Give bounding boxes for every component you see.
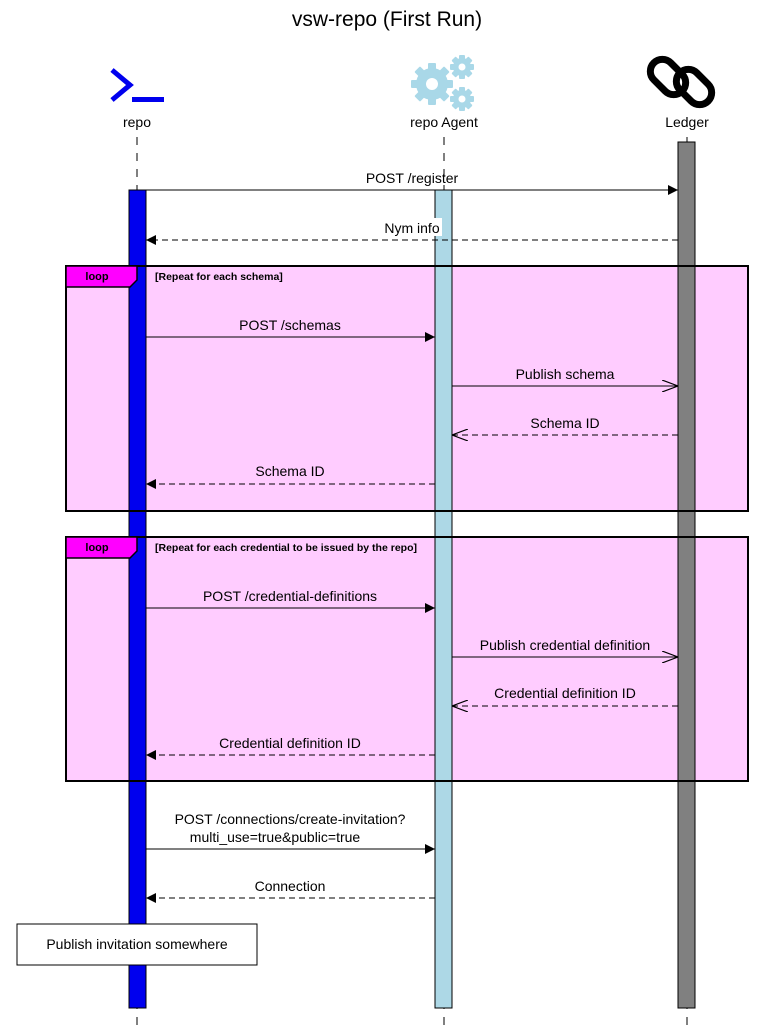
terminal-icon [110,68,164,102]
loop-tag-schemas: loop [85,271,108,283]
message-label-publish-credential-definition: Publish credential definition [480,637,650,653]
diagram-title: vsw-repo (First Run) [292,8,482,31]
loop-border-credential-definitions [65,536,749,782]
message-label-post-schemas: POST /schemas [239,317,341,333]
message-label-connection: Connection [255,878,326,894]
actor-label-agent: repo Agent [410,114,478,130]
loop-tag-box-credential-definitions [65,536,138,559]
note-box [16,923,258,966]
activation-bar-ledger [677,141,696,1009]
gears-icon [411,55,474,111]
loop-condition-credential-definitions: [Repeat for each credential to be issued… [155,542,417,554]
message-label-create-invitation-params: multi_use=true&public=true [190,829,361,845]
message-label-post-register: POST /register [366,170,459,186]
message-label-bg-nym-info [380,218,442,236]
message-label-schema-id-agent: Schema ID [255,463,324,479]
loop-tag-credential-definitions: loop [85,542,108,554]
loop-border-schemas [65,265,749,512]
message-label-credential-definition-id-ledger: Credential definition ID [494,685,636,701]
message-label-nym-info: Nym info [384,220,439,236]
activation-bar-repo [128,189,147,1009]
note-text: Publish invitation somewhere [46,936,228,952]
loop-condition-schemas: [Repeat for each schema] [155,271,283,283]
chain-link-icon [646,55,716,109]
loop-frame-schemas [66,266,748,511]
message-label-publish-schema: Publish schema [516,366,615,382]
loop-tag-box-schemas [65,265,138,288]
actor-label-ledger: Ledger [665,114,709,130]
message-label-credential-definition-id-agent: Credential definition ID [219,735,361,751]
loop-frame-credential-definitions [66,537,748,781]
message-label-schema-id-ledger: Schema ID [530,415,599,431]
activation-bar-agent [434,189,453,1009]
message-label-post-credential-definitions: POST /credential-definitions [203,588,377,604]
actor-label-repo: repo [123,114,151,130]
message-label-create-invitation: POST /connections/create-invitation? [175,811,406,827]
